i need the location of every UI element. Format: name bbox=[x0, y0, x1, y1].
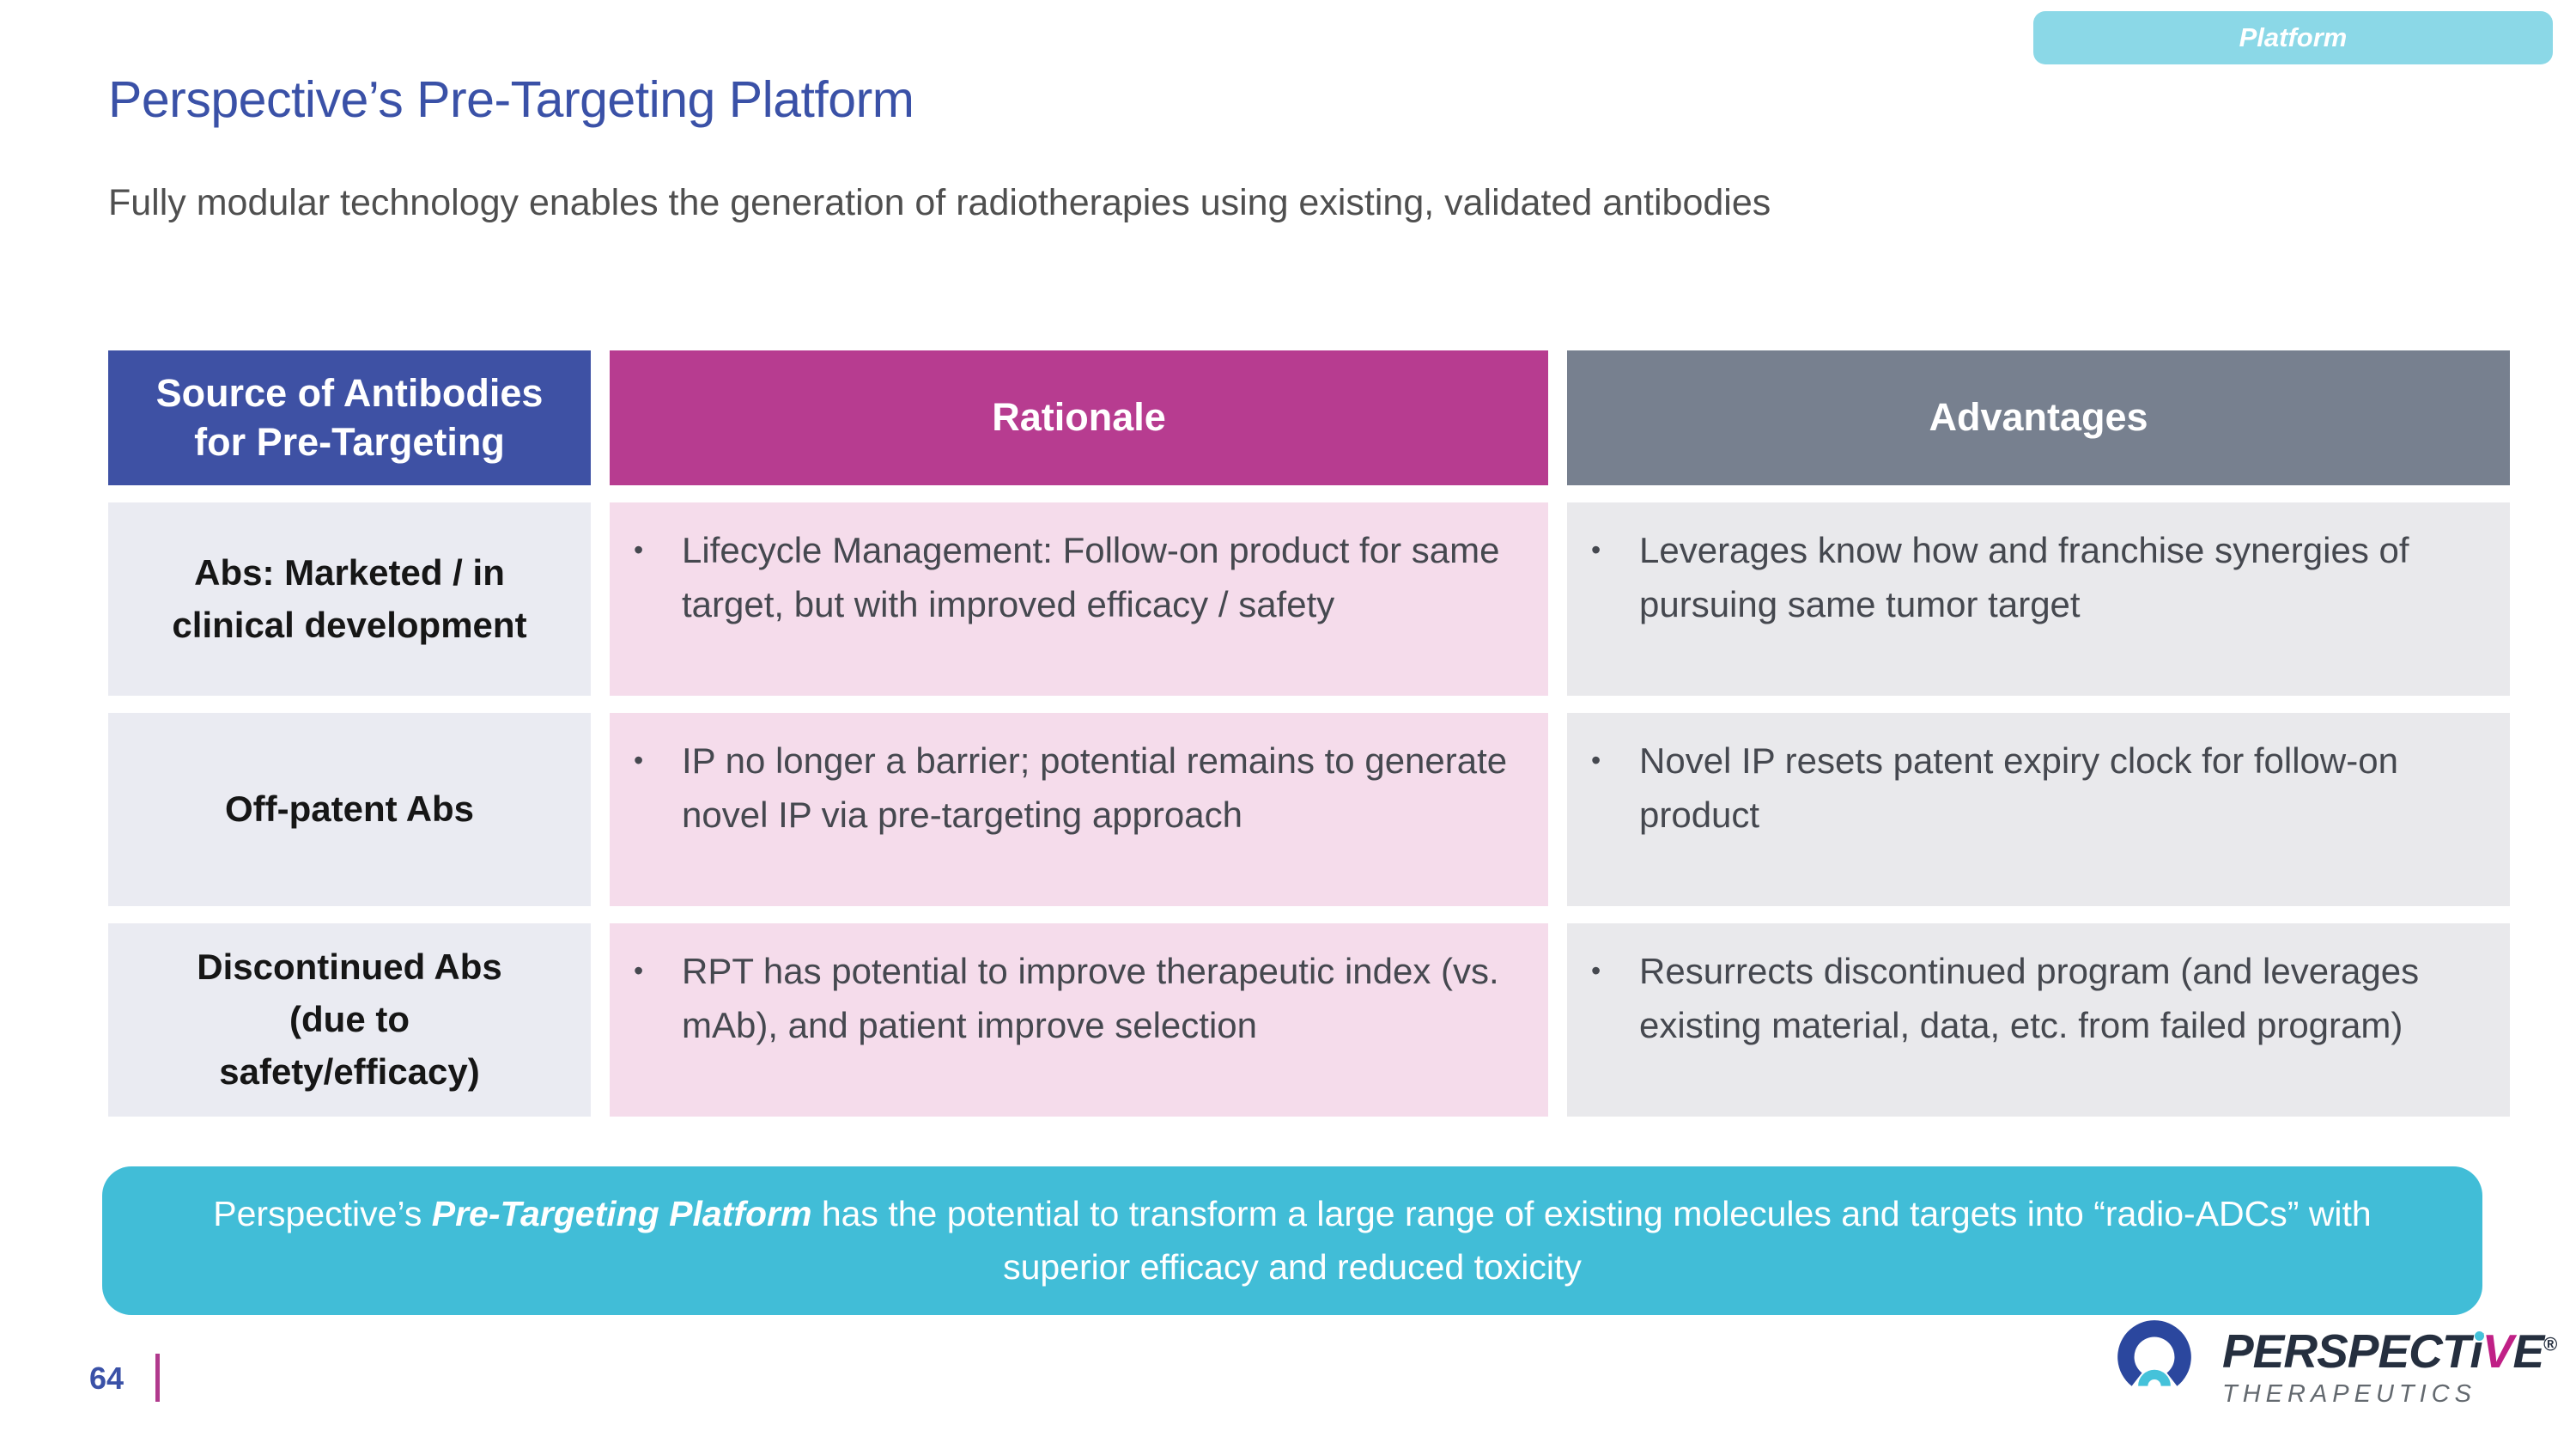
advantage-text: Leverages know how and franchise synergi… bbox=[1639, 530, 2409, 624]
source-cell: Off-patent Abs bbox=[108, 713, 591, 906]
advantage-cell: • Leverages know how and franchise syner… bbox=[1567, 502, 2510, 696]
company-logo: PERSPECTiVE® THERAPEUTICS bbox=[2105, 1316, 2557, 1409]
logo-subtitle: THERAPEUTICS bbox=[2222, 1380, 2476, 1408]
summary-banner-text: Perspective’s Pre-Targeting Platform has… bbox=[179, 1188, 2405, 1294]
rationale-cell: • IP no longer a barrier; potential rema… bbox=[610, 713, 1548, 906]
page-title: Perspective’s Pre-Targeting Platform bbox=[108, 71, 914, 128]
page-number-divider bbox=[155, 1354, 160, 1402]
logo-mark-icon bbox=[2117, 1320, 2191, 1387]
logo-wordmark-v: V bbox=[2482, 1324, 2514, 1378]
source-cell: Abs: Marketed / in clinical development bbox=[108, 502, 591, 696]
advantage-cell: • Resurrects discontinued program (and l… bbox=[1567, 923, 2510, 1117]
page-number: 64 bbox=[89, 1361, 125, 1396]
page-subtitle: Fully modular technology enables the gen… bbox=[108, 182, 1771, 223]
advantage-text: Resurrects discontinued program (and lev… bbox=[1639, 951, 2420, 1045]
bullet-icon: • bbox=[1591, 534, 1601, 565]
column-header-source: Source of Antibodies for Pre-Targeting bbox=[108, 350, 591, 485]
column-header-rationale: Rationale bbox=[610, 350, 1548, 485]
bullet-icon: • bbox=[634, 534, 644, 565]
summary-banner: Perspective’s Pre-Targeting Platform has… bbox=[102, 1166, 2482, 1315]
rationale-cell: • RPT has potential to improve therapeut… bbox=[610, 923, 1548, 1117]
banner-suffix: has the potential to transform a large r… bbox=[811, 1194, 2372, 1287]
source-cell: Discontinued Abs (due to safety/efficacy… bbox=[108, 923, 591, 1117]
banner-emphasis: Pre-Targeting Platform bbox=[431, 1194, 812, 1233]
logo-text: PERSPECTiVE® THERAPEUTICS bbox=[2222, 1328, 2557, 1409]
rationale-text: Lifecycle Management: Follow-on product … bbox=[682, 530, 1500, 624]
bullet-icon: • bbox=[634, 745, 644, 776]
rationale-text: IP no longer a barrier; potential remain… bbox=[682, 740, 1508, 835]
antibody-source-table: Source of Antibodies for Pre-Targeting R… bbox=[108, 350, 2510, 1117]
rationale-text: RPT has potential to improve therapeutic… bbox=[682, 951, 1499, 1045]
advantage-text: Novel IP resets patent expiry clock for … bbox=[1639, 740, 2398, 835]
logo-wordmark-part1: PERSPECT bbox=[2222, 1324, 2470, 1378]
logo-wordmark-part2: E bbox=[2512, 1324, 2544, 1378]
bullet-icon: • bbox=[1591, 745, 1601, 776]
platform-badge: Platform bbox=[2033, 11, 2553, 64]
logo-wordmark-i: i bbox=[2470, 1324, 2485, 1378]
column-header-advantages: Advantages bbox=[1567, 350, 2510, 485]
rationale-cell: • Lifecycle Management: Follow-on produc… bbox=[610, 502, 1548, 696]
bullet-icon: • bbox=[1591, 955, 1601, 986]
bullet-icon: • bbox=[634, 955, 644, 986]
logo-wordmark: PERSPECTiVE® bbox=[2222, 1328, 2557, 1375]
registered-mark: ® bbox=[2543, 1333, 2558, 1355]
banner-prefix: Perspective’s bbox=[213, 1194, 432, 1233]
advantage-cell: • Novel IP resets patent expiry clock fo… bbox=[1567, 713, 2510, 906]
